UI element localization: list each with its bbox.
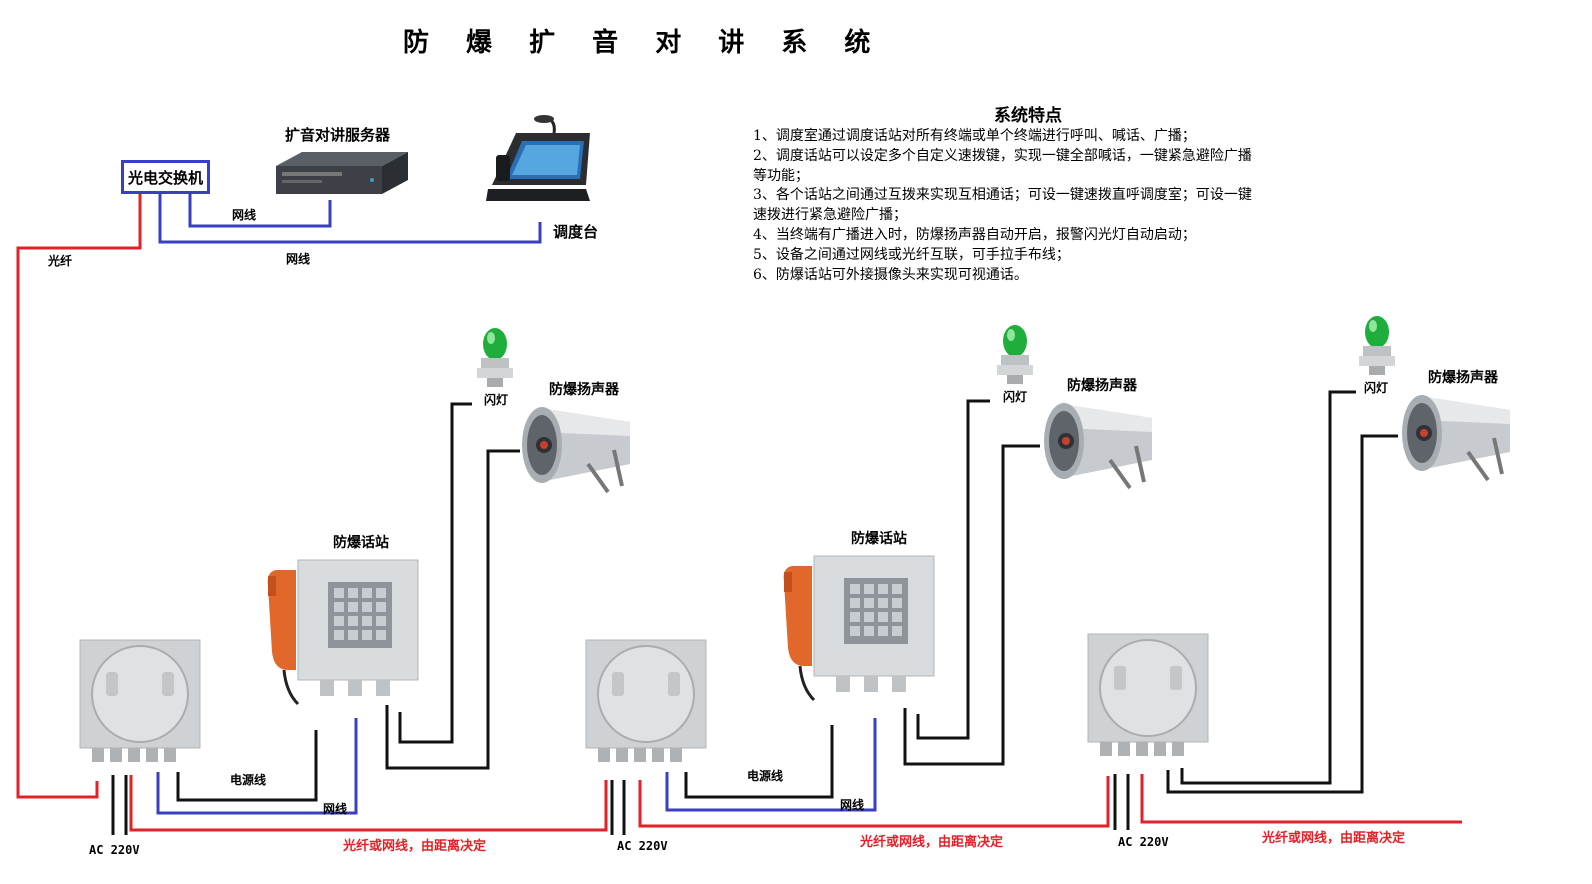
unit1-ac-label: AC 220V — [89, 843, 140, 857]
unit2-link-label: 光纤或网线，由距离决定 — [860, 835, 1004, 850]
unit1-speaker-wire — [385, 449, 520, 770]
unit1-strobe-wire — [398, 402, 472, 744]
diagram-title: 防 爆 扩 音 对 讲 系 统 — [403, 28, 885, 58]
lan-wire-label-2: 网线 — [286, 252, 311, 266]
unit2-strobe-label: 闪灯 — [1003, 390, 1028, 404]
unit2-lan-wire-label: 网线 — [840, 798, 865, 812]
unit2-strobe-light — [997, 325, 1033, 384]
unit2-phone-label: 防爆话站 — [851, 531, 907, 547]
unit2-speaker-label: 防爆扬声器 — [1067, 378, 1137, 394]
feature-item-4: 4、当终端有广播进入时，防爆扬声器自动开启，报警闪光灯自动启动； — [753, 226, 1196, 243]
unit3-strobe-label: 闪灯 — [1364, 381, 1389, 395]
unit2-lan-wire — [665, 718, 877, 812]
feature-item-6: 6、防爆话站可外接摄像头来实现可视通话。 — [753, 266, 1028, 283]
unit2-speaker — [1044, 403, 1152, 490]
unit1-explosion-proof-phone — [267, 559, 419, 706]
unit1-power-wire — [176, 730, 318, 802]
dispatch-console-device — [486, 115, 590, 201]
unit1-phone-label: 防爆话站 — [333, 535, 389, 551]
unit2-power-wire-label: 电源线 — [747, 769, 784, 783]
fiber-wire-label: 光纤 — [48, 254, 73, 268]
features-title: 系统特点 — [994, 106, 1062, 126]
unit3-link-wire — [1140, 774, 1462, 824]
unit2-strobe-wire — [916, 399, 990, 740]
feature-item-2: 2、调度话站可以设定多个自定义速拨键，实现一键全部喊话，一键紧急避险广播等功能； — [753, 147, 1252, 184]
optical-switch: 光电交换机 — [121, 160, 210, 194]
unit2-junction-box — [585, 639, 707, 762]
unit1-speaker-label: 防爆扬声器 — [549, 382, 619, 398]
unit2-speaker-wire — [903, 444, 1040, 766]
unit1-lan-wire-label: 网线 — [323, 802, 348, 816]
unit3-junction-box — [1087, 633, 1209, 756]
unit3-speaker-wire — [1166, 434, 1398, 794]
unit2-link-wire — [638, 776, 1110, 828]
unit2-power-wire — [684, 725, 834, 799]
unit1-lan-wire — [156, 718, 358, 815]
unit1-junction-box — [79, 639, 201, 762]
unit3-ac-label: AC 220V — [1118, 835, 1169, 849]
unit2-ac-label: AC 220V — [617, 839, 668, 853]
unit1-strobe-light — [477, 328, 513, 387]
server-label: 扩音对讲服务器 — [285, 126, 391, 144]
unit1-strobe-label: 闪灯 — [484, 393, 509, 407]
unit3-speaker-label: 防爆扬声器 — [1428, 370, 1498, 386]
unit2-explosion-proof-phone — [783, 555, 935, 702]
unit1-link-wire — [129, 775, 608, 832]
unit3-speaker — [1402, 395, 1510, 482]
feature-item-3: 3、各个话站之间通过互拨来实现互相通话；可设一键速拨直呼调度室；可设一键速拨进行… — [753, 187, 1252, 224]
features-panel: 系统特点 1、调度室通过调度话站对所有终端或单个终端进行呼叫、喊话、广播； 2、… — [753, 105, 1263, 285]
server-device — [276, 152, 408, 194]
unit1-speaker — [522, 407, 630, 494]
feature-item-5: 5、设备之间通过网线或光纤互联，可手拉手布线； — [753, 246, 1070, 263]
lan-wire-server — [188, 194, 332, 228]
fiber-wire-main — [16, 194, 142, 799]
console-label: 调度台 — [553, 223, 599, 241]
feature-item-1: 1、调度室通过调度话站对所有终端或单个终端进行呼叫、喊话、广播； — [753, 128, 1196, 144]
unit3-link-label: 光纤或网线，由距离决定 — [1262, 831, 1406, 846]
lan-wire-console — [158, 194, 542, 244]
unit1-power-wire-label: 电源线 — [230, 773, 267, 787]
unit1-link-label: 光纤或网线，由距离决定 — [343, 839, 487, 854]
lan-wire-label-1: 网线 — [232, 208, 257, 222]
unit3-strobe-wire — [1180, 390, 1356, 785]
unit3-strobe-light — [1359, 316, 1395, 375]
